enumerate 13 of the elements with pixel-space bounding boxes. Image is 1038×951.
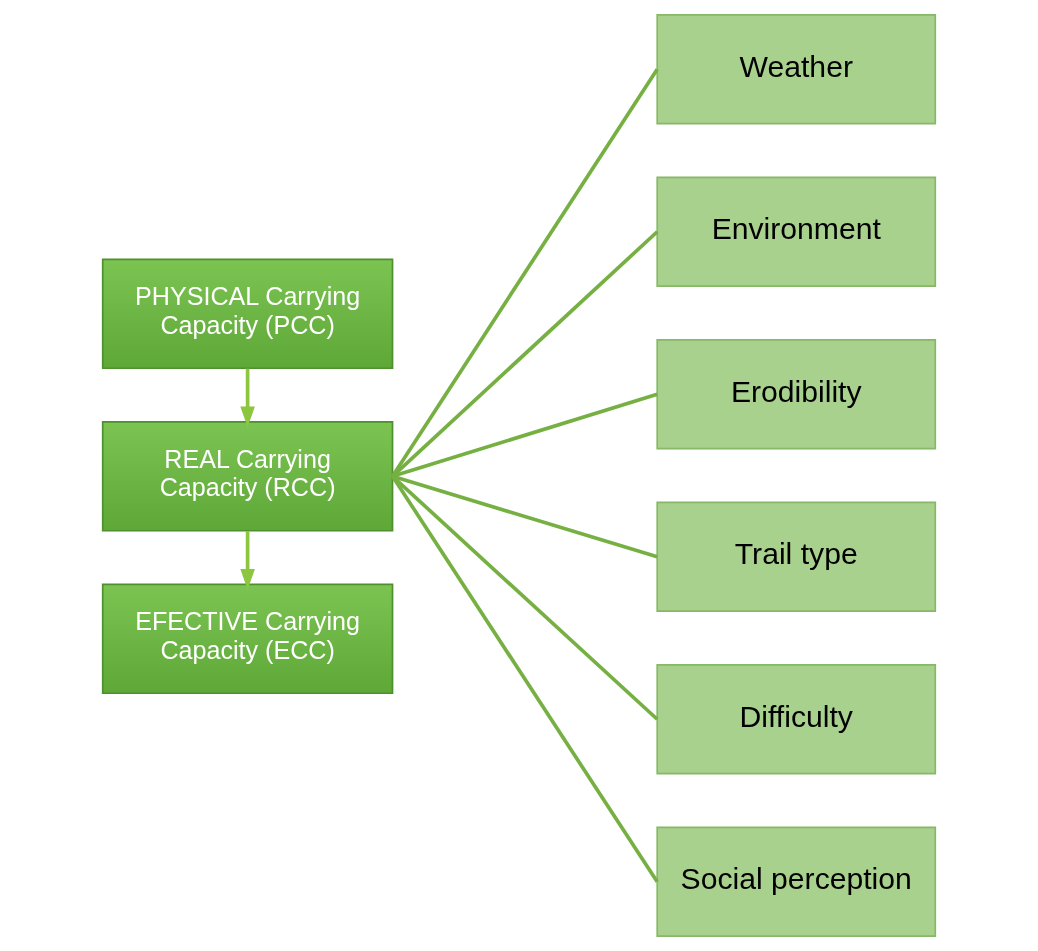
node-box: Erodibility bbox=[656, 338, 937, 450]
node-box: Trail type bbox=[656, 501, 937, 613]
arrow bbox=[240, 368, 255, 428]
node-box: EFECTIVE Carrying Capacity (ECC) bbox=[101, 583, 394, 695]
node-box: Difficulty bbox=[656, 663, 937, 775]
arrow bbox=[240, 531, 255, 590]
node-box: Social perception bbox=[656, 826, 937, 938]
node-box: REAL Carrying Capacity (RCC) bbox=[101, 421, 394, 532]
node-box: PHYSICAL Carrying Capacity (PCC) bbox=[101, 258, 394, 370]
connector bbox=[390, 68, 659, 478]
node-box: Environment bbox=[656, 176, 937, 288]
connector bbox=[390, 475, 659, 883]
node-box: Weather bbox=[656, 13, 937, 125]
